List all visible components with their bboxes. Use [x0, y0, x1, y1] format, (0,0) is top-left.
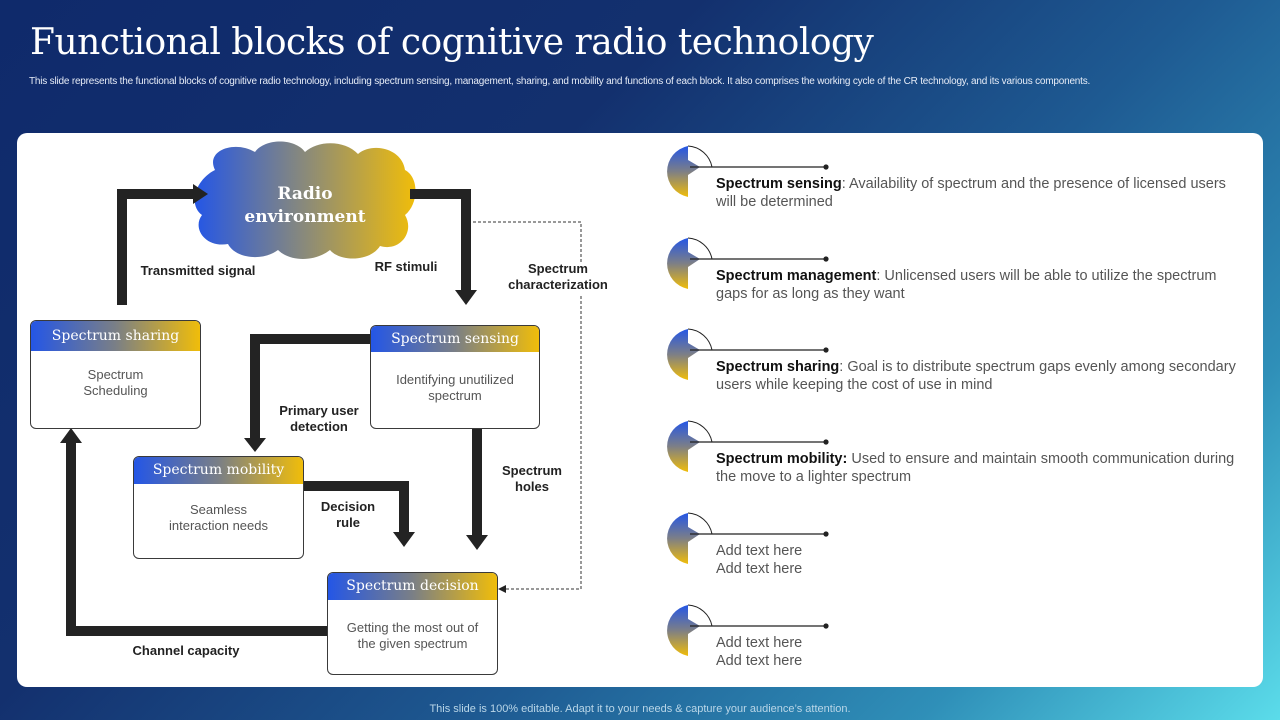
- block-spectrum-decision: Spectrum decision Getting the most out o…: [327, 572, 498, 675]
- arrowhead: [244, 438, 266, 452]
- label-line: holes: [515, 479, 549, 494]
- separator: :: [839, 359, 848, 375]
- label-line: Decision: [320, 499, 376, 514]
- spectrum-characterization-line: [473, 221, 582, 590]
- cloud-label: Radio environment: [205, 183, 405, 229]
- primary-user-detection-arrow: [250, 334, 372, 440]
- block-line: Seamless: [189, 502, 248, 517]
- label-line: Spectrum: [502, 463, 562, 478]
- separator: :: [841, 176, 849, 192]
- label-line: Primary user: [279, 403, 359, 418]
- arrowhead: [193, 184, 208, 204]
- placeholder-text: Add text here: [716, 561, 803, 577]
- block-spectrum-mobility: Spectrum mobility Seamless interaction n…: [133, 456, 304, 559]
- placeholder-text: Add text here: [716, 653, 803, 669]
- label-channel-capacity: Channel capacity: [132, 643, 240, 658]
- function-description: Spectrum mobility: Used to ensure and ma…: [716, 450, 1246, 486]
- cloud-label-line1: Radio: [277, 184, 333, 204]
- function-item-spectrum-mobility: Spectrum mobility: Used to ensure and ma…: [660, 420, 1250, 490]
- function-item-spectrum-management: Spectrum management: Unlicensed users wi…: [660, 237, 1250, 307]
- separator: :: [876, 268, 885, 284]
- function-text: Availability of spectrum and the presenc…: [716, 176, 1226, 210]
- block-description: Identifying unutilized spectrum: [371, 352, 539, 404]
- function-description: Spectrum sensing: Availability of spectr…: [716, 175, 1246, 211]
- function-text: Used to ensure and maintain smooth commu…: [716, 451, 1235, 485]
- arrowhead: [393, 532, 415, 547]
- label-line: detection: [290, 419, 348, 434]
- footer-note: This slide is 100% editable. Adapt it to…: [429, 703, 851, 715]
- channel-capacity-arrow: [66, 442, 328, 636]
- function-item-spectrum-sensing: Spectrum sensing: Availability of spectr…: [660, 145, 1250, 215]
- arrowhead: [60, 428, 82, 443]
- function-item-placeholder: Add text here Add text here: [660, 604, 1250, 674]
- label-transmitted-signal: Transmitted signal: [140, 263, 256, 278]
- block-description: Getting the most out of the given spectr…: [328, 600, 497, 652]
- arrowhead: [466, 535, 488, 550]
- half-circle-icon: [667, 604, 829, 656]
- label-spectrum-holes: Spectrum holes: [492, 463, 572, 495]
- function-text: Goal is to distribute spectrum gaps even…: [716, 359, 1236, 393]
- cloud-label-line2: environment: [244, 207, 366, 227]
- block-title: Spectrum sharing: [31, 321, 200, 351]
- rf-stimuli-arrow: [410, 189, 471, 292]
- block-line: spectrum: [428, 388, 482, 403]
- half-circle-icon: [667, 145, 829, 197]
- label-decision-rule: Decision rule: [308, 499, 388, 531]
- half-circle-icon: [667, 237, 829, 289]
- function-item-spectrum-sharing: Spectrum sharing: Goal is to distribute …: [660, 328, 1250, 398]
- block-line: Identifying unutilized: [396, 372, 514, 387]
- decision-rule-arrow: [302, 481, 409, 534]
- block-line: Scheduling: [83, 383, 148, 398]
- label-line: Spectrum: [528, 261, 588, 276]
- label-line: rule: [336, 515, 360, 530]
- block-line: Spectrum: [87, 367, 144, 382]
- function-heading: Spectrum mobility:: [716, 451, 848, 467]
- block-spectrum-sharing: Spectrum sharing Spectrum Scheduling: [30, 320, 201, 429]
- function-description: Spectrum management: Unlicensed users wi…: [716, 267, 1246, 303]
- placeholder-text: Add text here: [716, 635, 803, 651]
- transmitted-signal-arrow: [117, 189, 195, 305]
- function-description: Add text here Add text here: [716, 542, 1246, 578]
- block-description: Spectrum Scheduling: [31, 351, 200, 399]
- arrowhead: [498, 585, 506, 593]
- half-circle-icon: [667, 420, 829, 472]
- slide-title: Functional blocks of cognitive radio tec…: [30, 22, 874, 63]
- label-line: characterization: [508, 277, 608, 292]
- label-rf-stimuli: RF stimuli: [374, 259, 438, 274]
- block-line: the given spectrum: [357, 636, 468, 651]
- function-description: Spectrum sharing: Goal is to distribute …: [716, 358, 1246, 394]
- block-line: Getting the most out of: [346, 620, 479, 635]
- function-text: Unlicensed users will be able to utilize…: [716, 268, 1217, 302]
- block-title: Spectrum sensing: [371, 326, 539, 352]
- block-spectrum-sensing: Spectrum sensing Identifying unutilized …: [370, 325, 540, 429]
- function-heading: Spectrum sensing: [716, 176, 842, 192]
- function-item-placeholder: Add text here Add text here: [660, 512, 1250, 582]
- label-primary-user-detection: Primary user detection: [268, 403, 370, 435]
- function-description: Add text here Add text here: [716, 634, 1246, 670]
- block-title: Spectrum decision: [328, 573, 497, 600]
- function-heading: Spectrum sharing: [716, 359, 840, 375]
- block-title: Spectrum mobility: [134, 457, 303, 484]
- radio-environment-cloud: [194, 141, 416, 259]
- function-heading: Spectrum management: [716, 268, 877, 284]
- half-circle-icon: [667, 328, 829, 380]
- block-line: interaction needs: [168, 518, 268, 533]
- arrowhead: [455, 290, 477, 305]
- label-spectrum-characterization: Spectrum characterization: [498, 261, 618, 293]
- placeholder-text: Add text here: [716, 543, 803, 559]
- half-circle-icon: [667, 512, 829, 564]
- block-description: Seamless interaction needs: [134, 484, 303, 534]
- slide-subtitle: This slide represents the functional blo…: [29, 76, 1091, 87]
